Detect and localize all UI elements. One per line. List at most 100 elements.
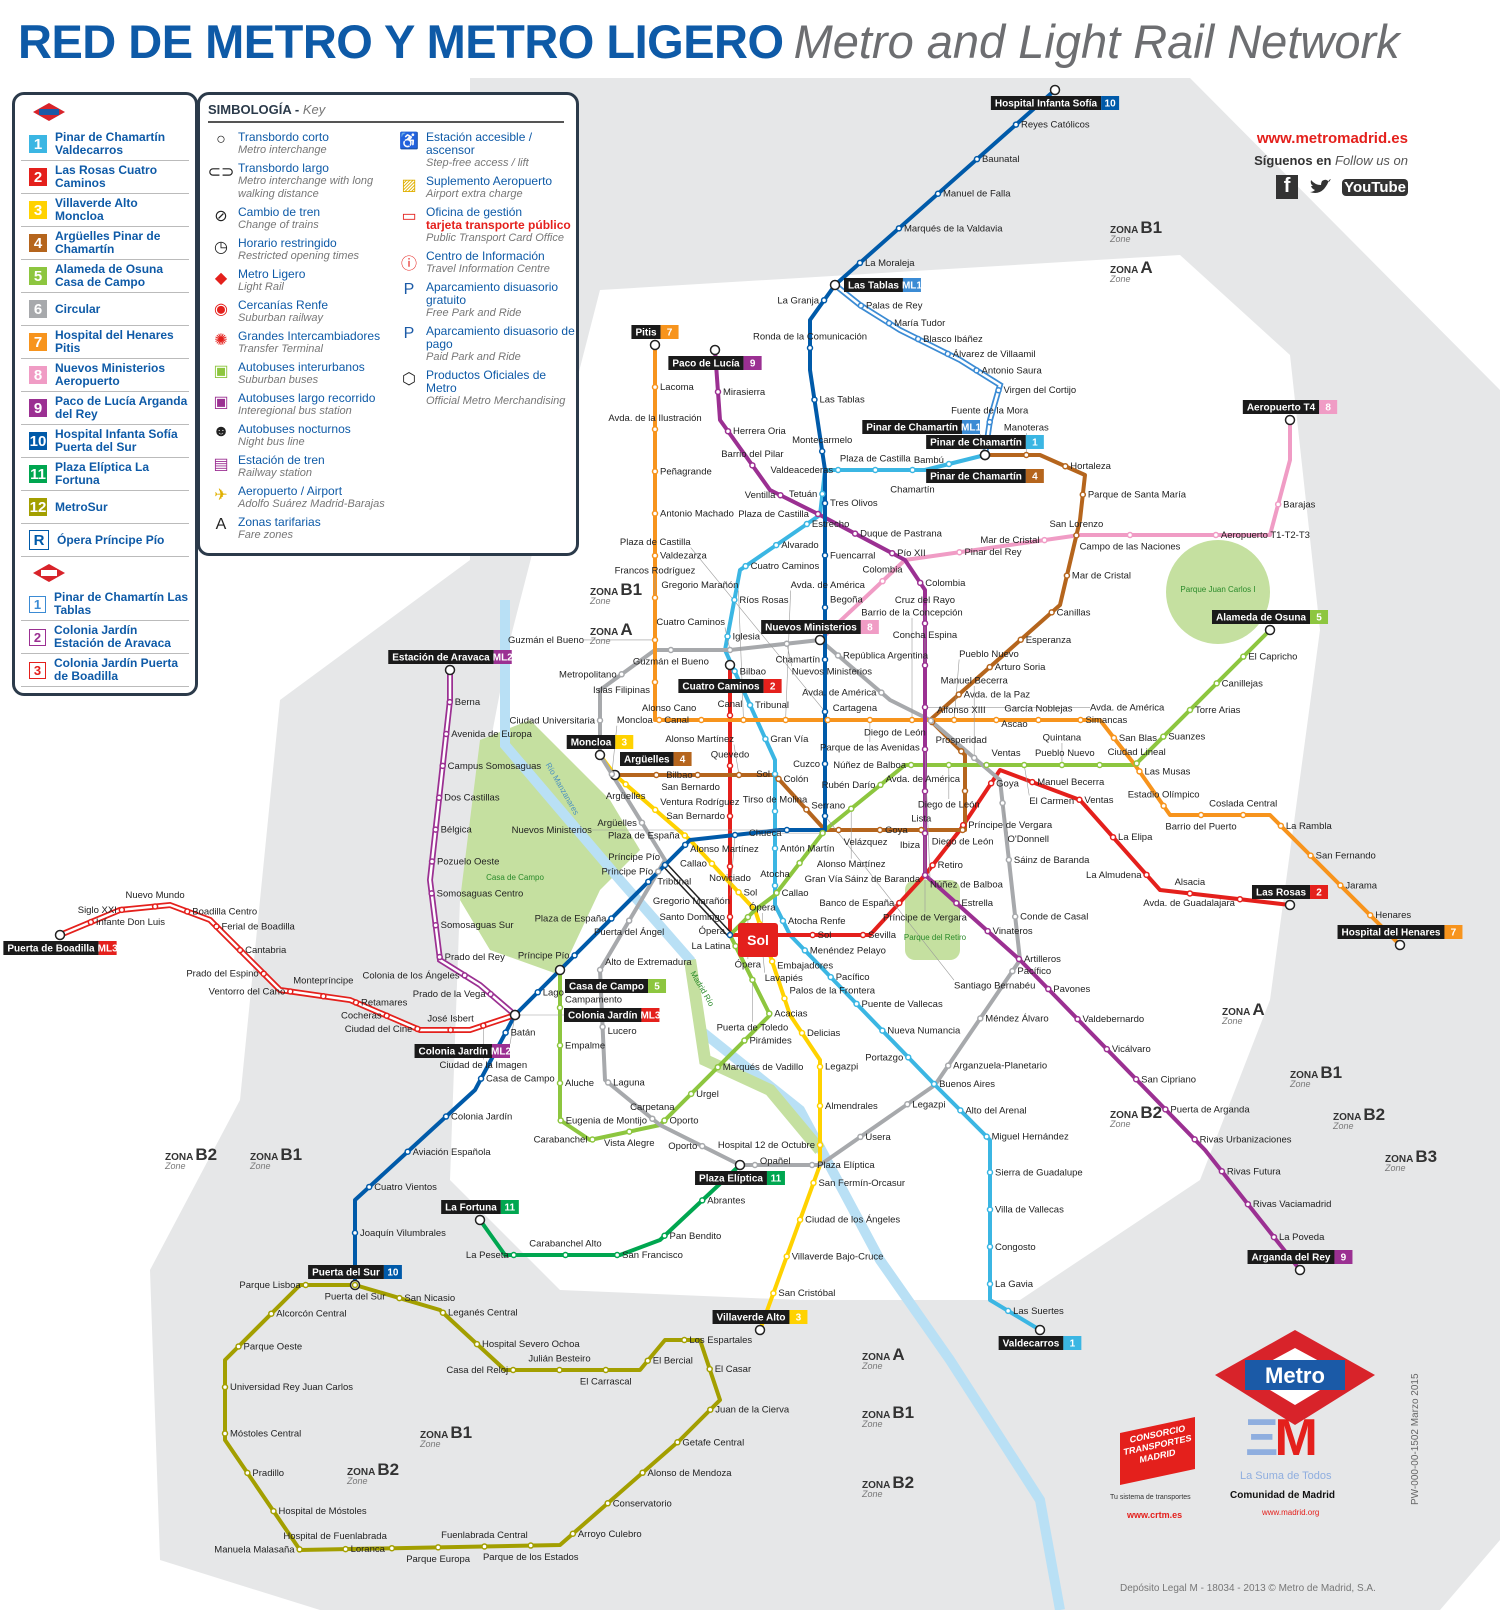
madrid-org-link[interactable]: www.madrid.org — [1262, 1508, 1320, 1517]
station[interactable]: Infante Don Luis — [96, 917, 165, 928]
station-marker[interactable] — [556, 1042, 564, 1049]
station-marker[interactable] — [955, 691, 963, 698]
station[interactable]: El Carmen — [1029, 796, 1074, 807]
station-marker[interactable] — [510, 1251, 517, 1259]
station-marker[interactable] — [1062, 462, 1069, 470]
station-marker[interactable] — [806, 344, 814, 352]
station-marker[interactable] — [557, 1117, 564, 1124]
station-marker[interactable] — [1284, 414, 1296, 426]
station[interactable]: Henares — [1375, 910, 1411, 921]
station-marker[interactable] — [1096, 761, 1103, 769]
station-marker[interactable] — [726, 646, 734, 654]
station-marker[interactable] — [731, 668, 738, 675]
station-marker[interactable] — [1034, 1324, 1046, 1336]
station[interactable]: Pan Bendito — [670, 1231, 722, 1242]
station[interactable]: Avda. de América — [1090, 702, 1165, 713]
station-marker[interactable] — [434, 1544, 442, 1551]
station[interactable]: Cocheras — [341, 1011, 382, 1022]
station[interactable]: Torre Arias — [1195, 705, 1241, 716]
station[interactable]: Aeropuerto T1-T2-T3 — [1221, 530, 1310, 541]
station[interactable]: Montepríncipe — [293, 976, 353, 987]
station-marker[interactable] — [821, 656, 829, 663]
station[interactable]: Las Tablas — [819, 395, 864, 406]
station-marker[interactable] — [1109, 833, 1117, 841]
station[interactable]: Oporto — [669, 1116, 698, 1127]
station-marker[interactable] — [509, 1009, 521, 1021]
station[interactable]: Guzmán el Bueno — [633, 657, 709, 668]
station[interactable]: Abrantes — [707, 1195, 745, 1206]
station[interactable]: Sol — [756, 769, 770, 780]
station[interactable]: Fuente de la Mora — [951, 406, 1029, 417]
station-marker[interactable] — [921, 662, 929, 669]
station[interactable]: Menéndez Pelayo — [810, 945, 886, 956]
station[interactable]: Ópera — [699, 926, 726, 937]
station[interactable]: Alfonso XIII — [937, 705, 986, 716]
station[interactable]: San Bernardo — [661, 782, 720, 793]
station[interactable]: Pavones — [1053, 984, 1090, 995]
station-marker[interactable] — [342, 1545, 349, 1553]
station-marker[interactable] — [771, 845, 779, 852]
station[interactable]: Chueca — [749, 828, 782, 839]
station[interactable]: Peñagrande — [660, 466, 712, 477]
station-marker[interactable] — [604, 1079, 612, 1086]
station-marker[interactable] — [754, 1324, 766, 1336]
twitter-icon[interactable] — [1308, 177, 1332, 197]
station[interactable]: Ciudad de los Ángeles — [805, 1215, 900, 1226]
station[interactable]: Ríos Rosas — [739, 595, 788, 606]
station-marker[interactable] — [1058, 761, 1066, 769]
station[interactable]: Diego de León — [918, 800, 980, 811]
station[interactable]: Callao — [782, 888, 809, 899]
station[interactable]: Nuevos Ministerios — [512, 825, 592, 836]
station-marker[interactable] — [444, 664, 456, 676]
station-marker[interactable] — [824, 716, 831, 724]
station-marker[interactable] — [639, 1469, 646, 1477]
station[interactable]: Príncipe Pío — [518, 950, 570, 961]
station-marker[interactable] — [859, 931, 867, 939]
station[interactable]: Jarama — [1345, 880, 1377, 891]
station[interactable]: Parque Lisboa — [239, 1280, 301, 1291]
station[interactable]: Alonso Martínez — [817, 859, 886, 870]
station[interactable]: Suanzes — [1168, 732, 1205, 743]
station[interactable]: Tribunal — [755, 700, 789, 711]
station[interactable]: Barrio del Pilar — [721, 449, 783, 460]
station[interactable]: Hortaleza — [1070, 461, 1111, 472]
station-marker[interactable] — [589, 1136, 596, 1143]
station[interactable]: Pueblo Nuevo — [959, 649, 1019, 660]
station-marker[interactable] — [751, 1161, 759, 1169]
station-marker[interactable] — [649, 339, 661, 351]
station[interactable]: Diego de León — [932, 837, 994, 848]
station-marker[interactable] — [1041, 536, 1048, 544]
station[interactable]: Pozuelo Oeste — [437, 857, 499, 868]
station-marker[interactable] — [1076, 796, 1083, 804]
station-marker[interactable] — [1366, 911, 1374, 919]
station[interactable]: Guzmán el Bueno — [508, 635, 584, 646]
station[interactable]: El Carrascal — [580, 1377, 632, 1388]
station[interactable]: Ascao — [1001, 719, 1027, 730]
station-marker[interactable] — [1110, 734, 1118, 742]
station[interactable]: Acacias — [774, 1009, 808, 1020]
station[interactable]: Arturo Soria — [995, 662, 1046, 673]
station[interactable]: Canillas — [1057, 607, 1091, 618]
station-marker[interactable] — [921, 787, 929, 795]
station[interactable]: La Latina — [691, 941, 731, 952]
station-marker[interactable] — [808, 1161, 816, 1169]
station[interactable]: Serrano — [811, 801, 845, 812]
station-marker[interactable] — [958, 748, 965, 755]
station-marker[interactable] — [821, 604, 829, 611]
station-marker[interactable] — [934, 190, 942, 197]
station-marker[interactable] — [724, 633, 731, 640]
station[interactable]: San Bernardo — [666, 811, 725, 822]
station[interactable]: Legazpi — [825, 1062, 858, 1073]
station[interactable]: Marqués de la Valdavia — [904, 223, 1003, 234]
station-marker[interactable] — [896, 899, 903, 907]
station[interactable]: Reyes Católicos — [1021, 120, 1090, 131]
station-marker[interactable] — [435, 794, 443, 801]
station[interactable]: Iglesia — [733, 631, 761, 642]
station-marker[interactable] — [984, 927, 991, 935]
station[interactable]: Ronda de la Comunicación — [753, 331, 867, 342]
